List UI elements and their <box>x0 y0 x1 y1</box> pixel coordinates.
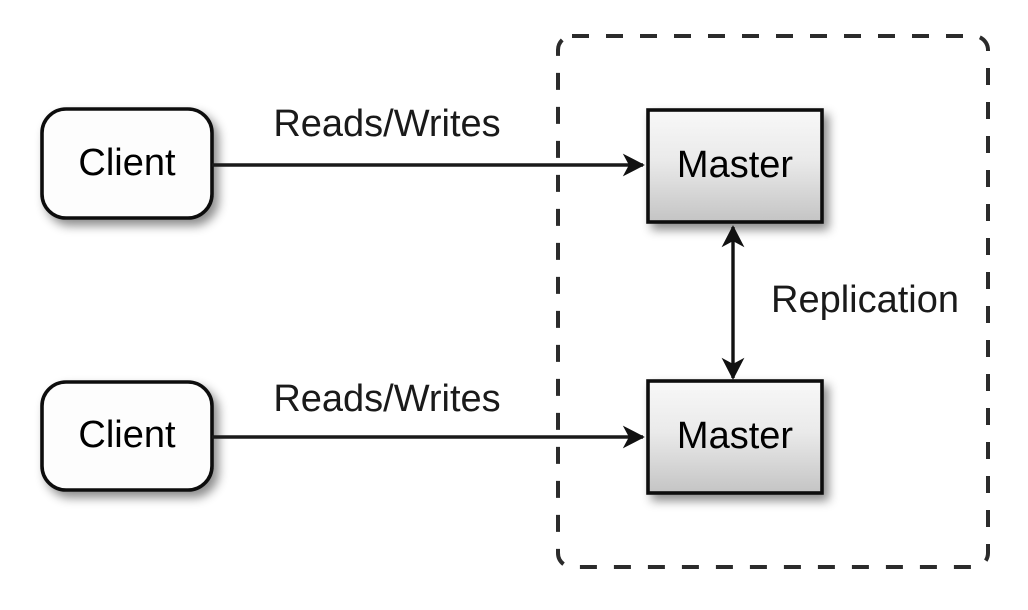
edge-replication[interactable]: Replication <box>721 225 959 380</box>
master-node-top[interactable]: Master <box>646 108 824 224</box>
client-node-top[interactable]: Client <box>40 107 214 220</box>
edge-label-reads-writes-top: Reads/Writes <box>273 103 500 145</box>
master-node-bottom[interactable]: Master <box>646 379 824 495</box>
master-label-bottom: Master <box>677 415 793 457</box>
master-box-bottom <box>646 379 824 495</box>
client-node-bottom[interactable]: Client <box>40 380 214 492</box>
master-box-top <box>646 108 824 224</box>
edge-label-reads-writes-bottom: Reads/Writes <box>273 378 500 420</box>
edge-label-replication: Replication <box>771 279 959 321</box>
master-label-top: Master <box>677 144 793 186</box>
client-label-top: Client <box>78 142 176 184</box>
edge-reads-writes-top[interactable]: Reads/Writes <box>212 103 645 177</box>
client-label-bottom: Client <box>78 414 176 456</box>
edge-reads-writes-bottom[interactable]: Reads/Writes <box>212 378 645 449</box>
